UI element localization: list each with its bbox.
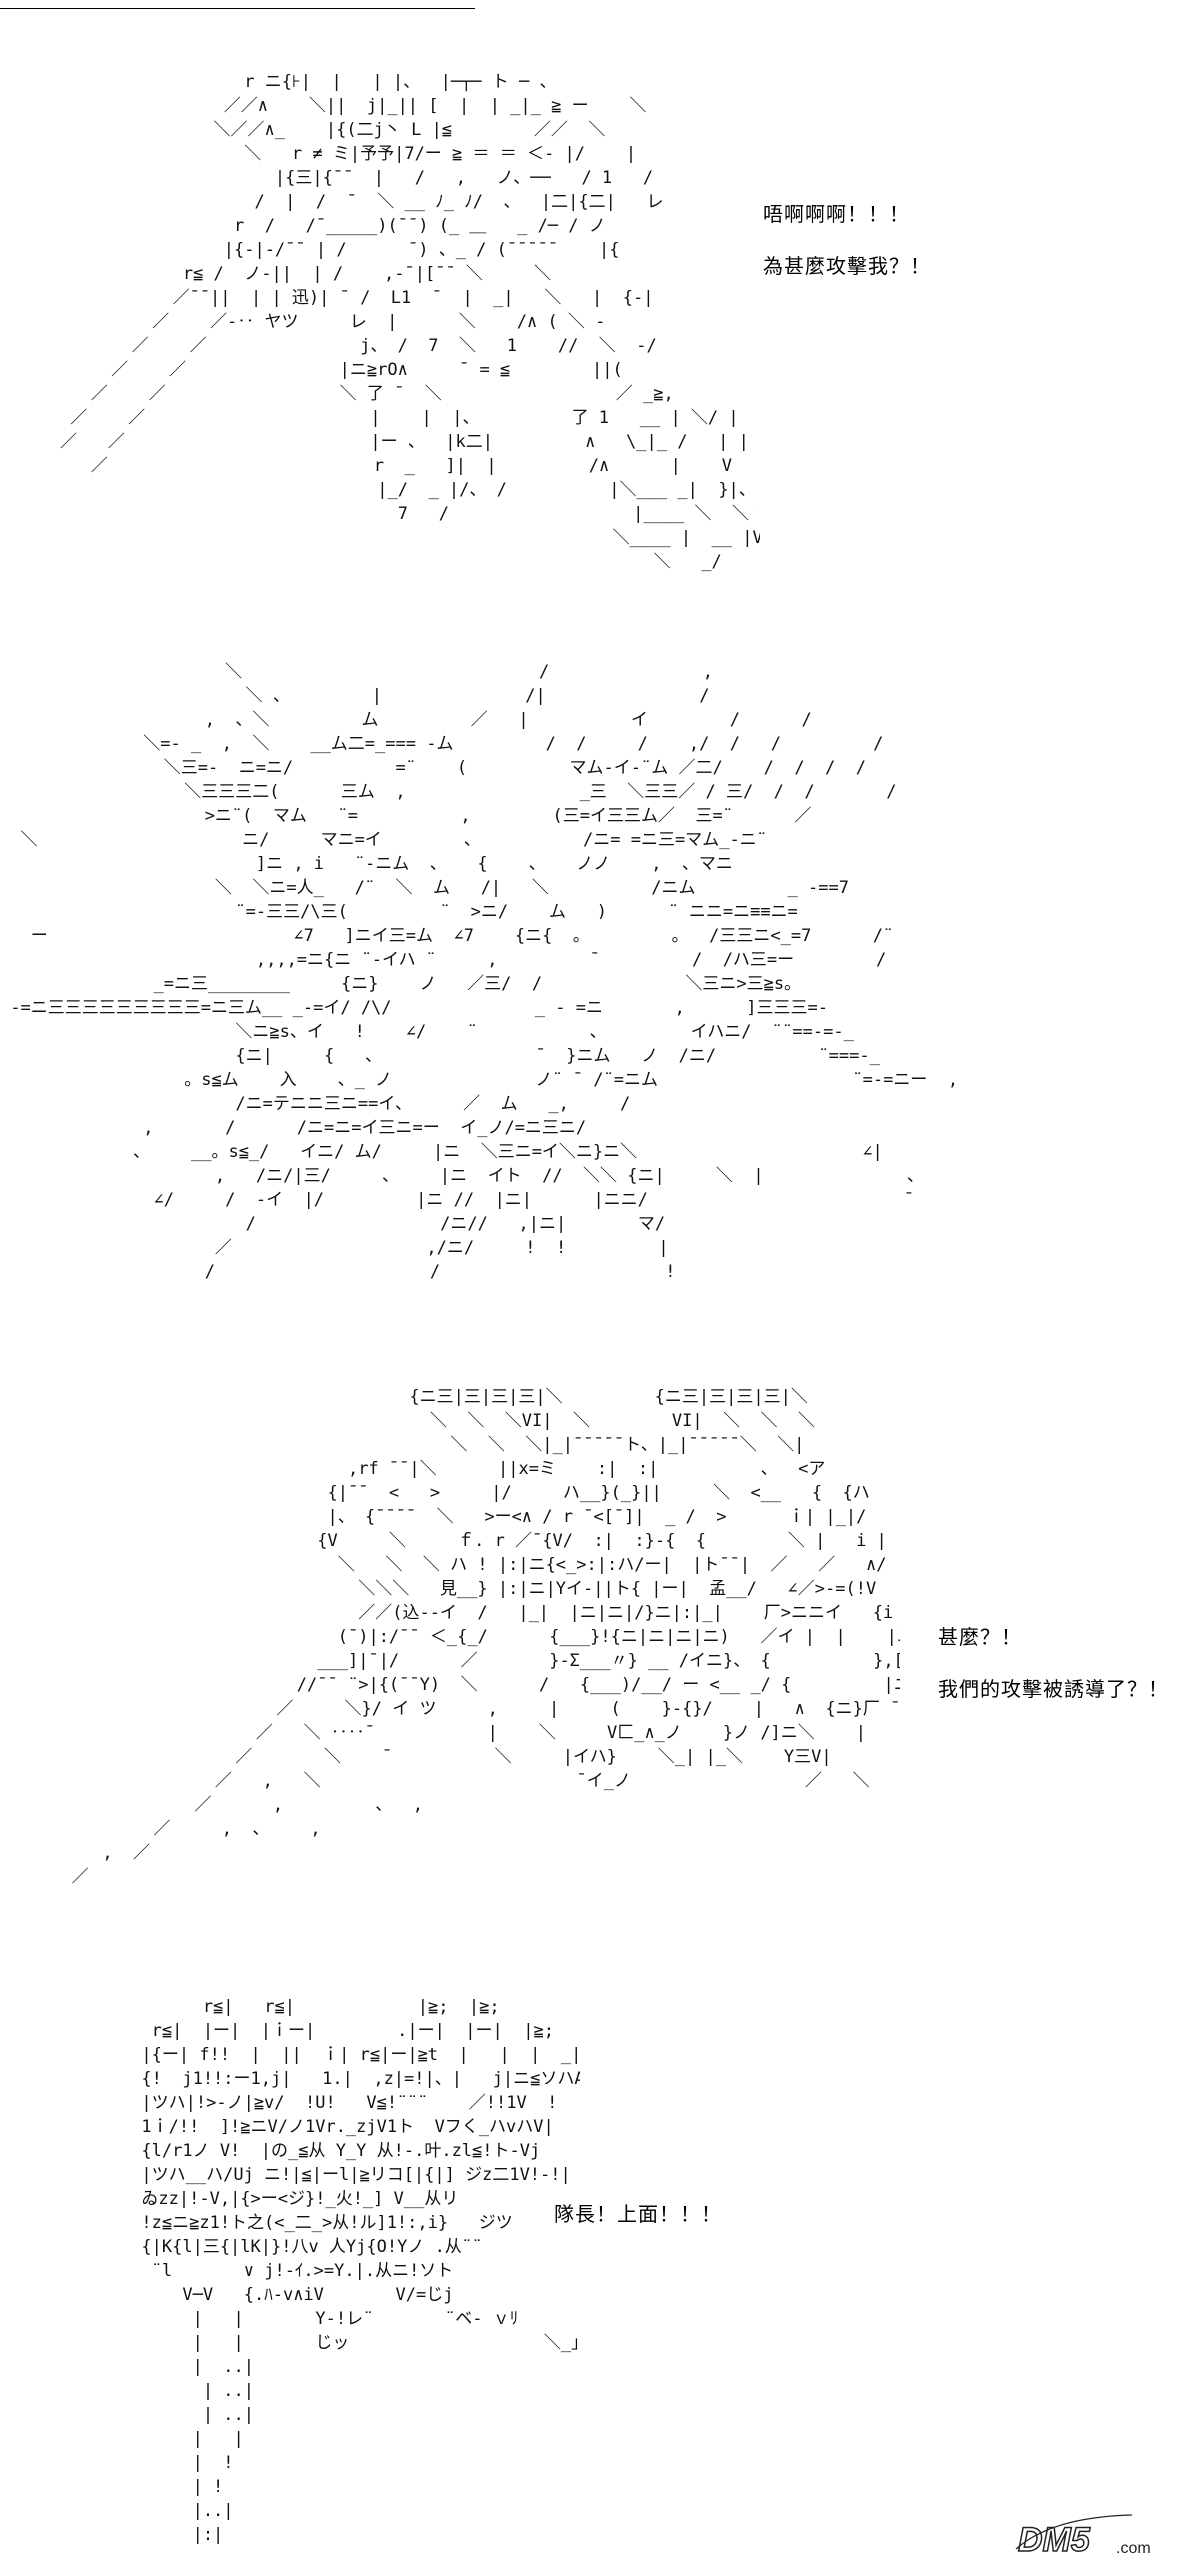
panel-1-dialog: 唔啊啊啊！！！ 為甚麼攻擊我？！ [763, 200, 931, 280]
panel-3-dialog: 甚麼？！ 我們的攻擊被誘導了？！ [938, 1623, 1169, 1703]
panel-4: r≦| r≦| |≧; |≧; r≦| |ー| |ｉー| .|ー| |ー| |≧… [0, 1995, 1200, 2555]
top-divider-line [0, 8, 475, 9]
watermark-text: DM5 [1018, 2521, 1091, 2557]
dialog-line: 甚麼？！ [938, 1625, 1022, 1649]
dialog-line: 我們的攻擊被誘導了？！ [938, 1677, 1169, 1701]
panel-3: {ニ三|三|三|三|＼ {ニ三|三|三|三|＼ ＼ ＼ ＼VI| ＼ VI| ＼… [0, 1385, 1200, 1945]
ascii-art-mech-duo: {ニ三|三|三|三|＼ {ニ三|三|三|三|＼ ＼ ＼ ＼VI| ＼ VI| ＼… [71, 1387, 900, 1887]
dialog-line: 唔啊啊啊！！！ [763, 202, 910, 226]
panel-2: ＼ / , ＼ 、 | /| / , 、＼ ム ／ | イ / / [0, 660, 1200, 1330]
dialog-line: 隊長！上面！！！ [554, 2202, 722, 2226]
dm5-watermark-logo: DM5 .com [1015, 2514, 1151, 2557]
watermark-suffix: .com [1116, 2540, 1151, 2557]
panel-4-dialog: 隊長！上面！！！ [554, 2200, 722, 2228]
ascii-art-mech-attacked: r ニ{⊦| | | |、 |─┬─ ト ─ 、 ／／∧ ＼|| j|_|| [… [60, 72, 760, 572]
panel-1: r ニ{⊦| | | |、 |─┬─ ト ─ 、 ／／∧ ＼|| j|_|| [… [0, 60, 1200, 620]
ascii-art-mech-leaping: r≦| r≦| |≧; |≧; r≦| |ー| |ｉー| .|ー| |ー| |≧… [141, 1997, 580, 2545]
ascii-art-explosion: ＼ / , ＼ 、 | /| / , 、＼ ム ／ | イ / / [10, 662, 959, 1282]
dialog-line: 為甚麼攻擊我？！ [763, 254, 931, 278]
